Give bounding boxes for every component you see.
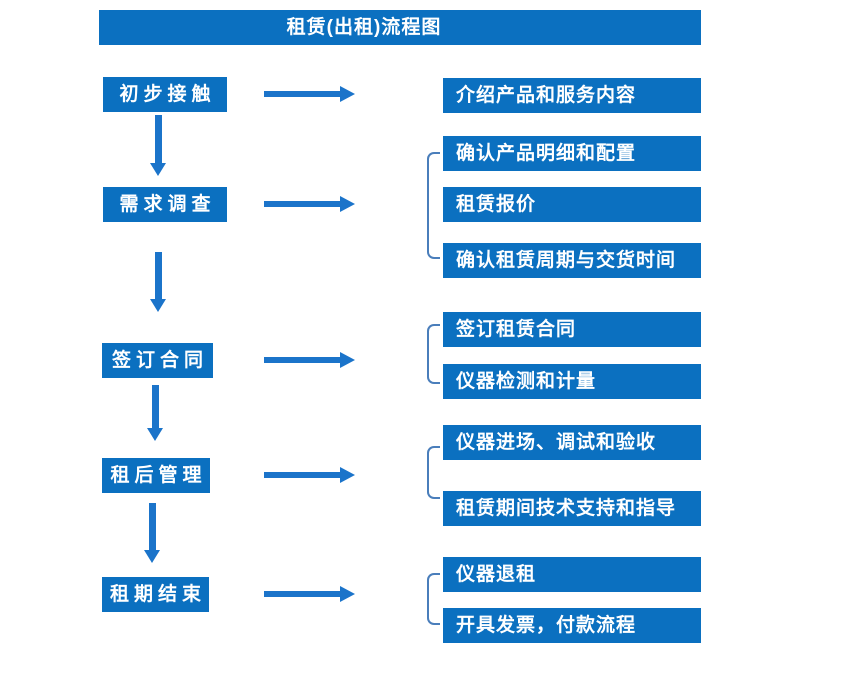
detail-box-introduce-products: 介绍产品和服务内容 <box>443 78 701 113</box>
detail-box-invoice-payment: 开具发票，付款流程 <box>443 608 701 643</box>
detail-box-confirm-period-delivery: 确认租赁周期与交货时间 <box>443 243 701 278</box>
arrow-down-icon <box>150 115 167 176</box>
group-bracket <box>427 446 440 499</box>
detail-box-technical-support: 租赁期间技术支持和指导 <box>443 491 701 526</box>
step-box-post-rental-management: 租后管理 <box>102 458 210 493</box>
group-bracket <box>427 324 440 384</box>
group-bracket <box>427 152 440 259</box>
arrow-right-icon <box>264 196 355 212</box>
step-box-initial-contact: 初步接触 <box>103 77 227 112</box>
arrow-down-icon <box>147 385 164 441</box>
detail-box-instrument-test-metering: 仪器检测和计量 <box>443 364 701 399</box>
detail-box-instrument-entry-acceptance: 仪器进场、调试和验收 <box>443 425 701 460</box>
diagram-title: 租赁(出租)流程图 <box>99 10 701 45</box>
detail-box-confirm-product-config: 确认产品明细和配置 <box>443 136 701 171</box>
arrow-down-icon <box>150 252 167 312</box>
detail-box-rental-quote: 租赁报价 <box>443 187 701 222</box>
step-box-sign-contract: 签订合同 <box>102 343 213 378</box>
detail-box-instrument-return: 仪器退租 <box>443 557 701 592</box>
group-bracket <box>427 573 440 625</box>
arrow-right-icon <box>264 352 355 368</box>
arrow-down-icon <box>144 503 161 563</box>
detail-box-sign-rental-contract: 签订租赁合同 <box>443 312 701 347</box>
step-box-demand-survey: 需求调查 <box>103 187 227 222</box>
arrow-right-icon <box>264 86 355 102</box>
arrow-right-icon <box>264 467 355 483</box>
step-box-rental-end: 租期结束 <box>102 577 209 612</box>
arrow-right-icon <box>264 586 355 602</box>
